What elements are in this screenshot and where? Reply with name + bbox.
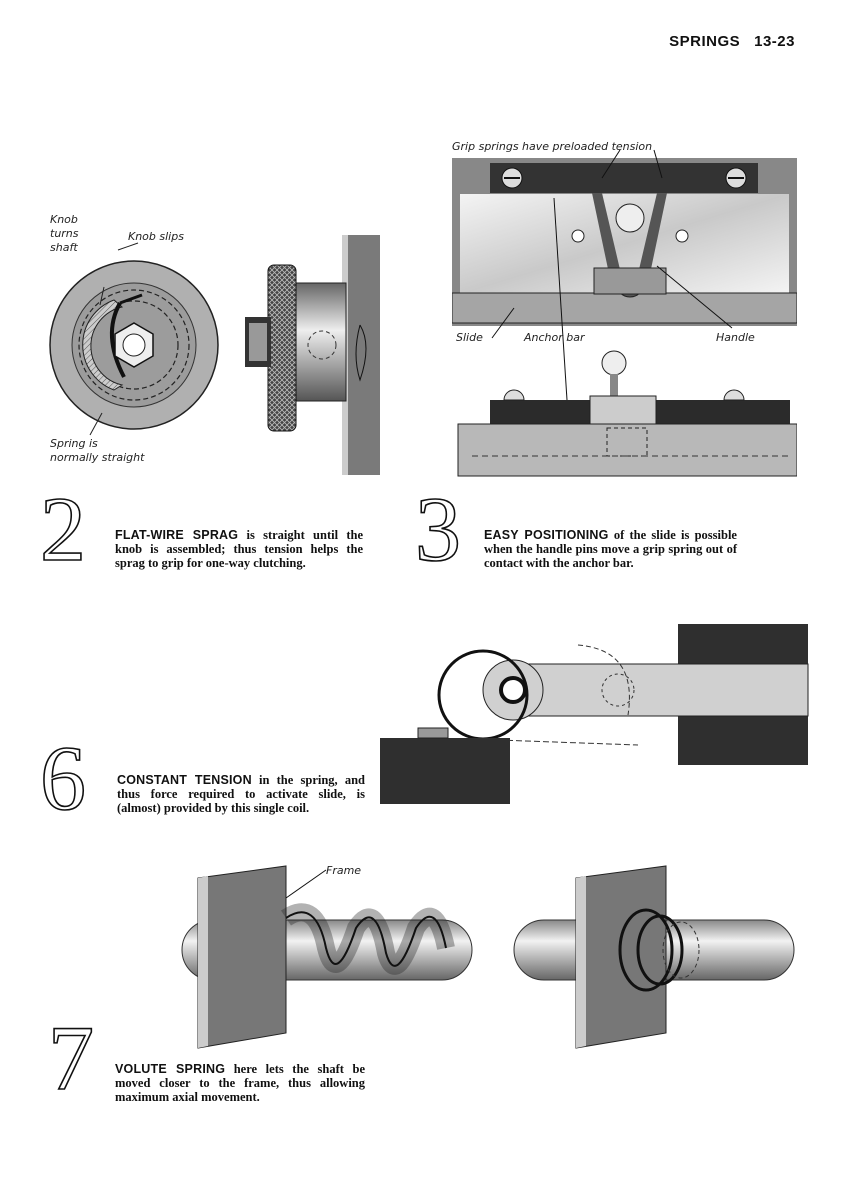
caption-7-title: VOLUTE SPRING [115,1062,226,1076]
caption-3-title: EASY POSITIONING [484,528,609,542]
caption-2-text: is straight until the knob is assembled;… [115,528,363,570]
item-number-6: 6 [39,727,87,829]
item-number-3: 3 [414,478,462,580]
figure-7-volute-spring: Frame [176,858,806,1050]
label-knob-turns-1: Knob [50,213,78,226]
label-frame: Frame [326,864,362,877]
label-spring-2: normally straight [50,451,145,464]
positioning-illustration [451,149,798,477]
figure-6-constant-tension [378,620,811,810]
volute-spring-illustration [181,865,795,1049]
caption-3: EASY POSITIONING of the slide is possibl… [484,528,737,570]
label-slide: Slide [456,331,483,344]
caption-6: CONSTANT TENSION in the spring, and thus… [117,773,365,815]
caption-2-title: FLAT-WIRE SPRAG [115,528,239,542]
label-anchor-bar: Anchor bar [524,331,585,344]
caption-6-title: CONSTANT TENSION [117,773,252,787]
label-knob-turns-3: shaft [50,241,78,254]
section-title: SPRINGS [669,33,741,50]
page-header: SPRINGS 13-23 [655,33,795,50]
label-handle: Handle [716,331,755,344]
label-knob-slips: Knob slips [128,230,184,243]
constant-tension-illustration [380,624,809,804]
label-grip-springs: Grip springs have preloaded tension [452,140,653,153]
caption-7-text: here lets the shaft be moved closer to t… [115,1062,365,1104]
figure-2-sprag: Knob turns shaft Knob slips Spring is no… [42,205,387,475]
caption-2: FLAT-WIRE SPRAG is straight until the kn… [115,528,363,570]
page-number: 13-23 [754,33,795,50]
item-number-2: 2 [39,478,87,580]
item-number-7: 7 [47,1007,95,1109]
label-spring-1: Spring is [50,437,98,450]
caption-3-text: of the slide is possible when the handle… [484,528,737,570]
sprag-illustration [49,235,380,475]
label-knob-turns-2: turns [50,227,79,240]
caption-6-text: in the spring, and thus force required t… [117,773,366,815]
caption-7: VOLUTE SPRING here lets the shaft be mov… [115,1062,365,1104]
figure-3-positioning: Grip springs have preloaded tension Slid… [451,138,798,478]
